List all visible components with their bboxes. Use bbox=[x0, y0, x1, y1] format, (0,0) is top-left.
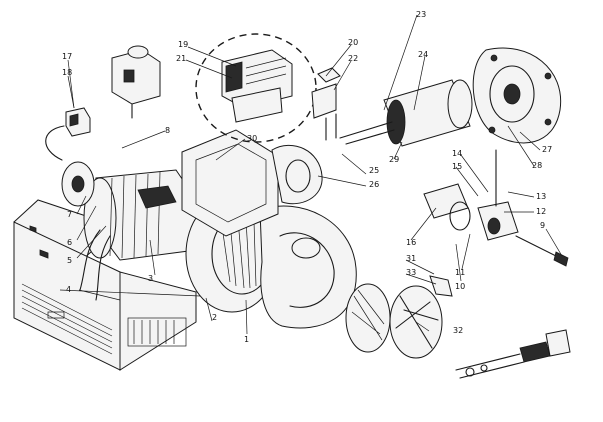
callout-6: 6 bbox=[67, 238, 73, 247]
callout-15: 15 bbox=[452, 162, 463, 171]
callout-24: 24 bbox=[418, 50, 429, 59]
callout-4: 4 bbox=[66, 285, 72, 294]
callout-3: 3 bbox=[148, 274, 154, 283]
burner-housing-top bbox=[181, 129, 323, 237]
callout-5: 5 bbox=[67, 256, 73, 265]
callout-28: 28 bbox=[532, 161, 543, 170]
nozzle-assembly bbox=[455, 329, 571, 379]
electrode-parts bbox=[311, 67, 341, 141]
callout-14: 14 bbox=[452, 149, 463, 158]
solenoid-valve bbox=[65, 107, 91, 137]
callout-11: 11 bbox=[455, 268, 466, 277]
callout-32: 32 bbox=[453, 326, 464, 335]
callout-23: 23 bbox=[416, 10, 427, 19]
oil-pump bbox=[111, 45, 161, 119]
callout-22: 22 bbox=[348, 54, 359, 63]
callout-30: 30 bbox=[247, 134, 258, 143]
callout-33: 33 bbox=[406, 268, 417, 277]
callout-13: 13 bbox=[536, 192, 547, 201]
ignition-transformer bbox=[195, 33, 317, 143]
callout-8: 8 bbox=[165, 126, 171, 135]
callout-16: 16 bbox=[406, 238, 417, 247]
callout-29: 29 bbox=[389, 155, 400, 164]
callout-21: 21 bbox=[176, 54, 187, 63]
callout-31: 31 bbox=[406, 254, 417, 263]
callout-17: 17 bbox=[62, 52, 73, 61]
mounting-flange bbox=[472, 47, 562, 144]
blast-tube bbox=[339, 79, 473, 147]
callout-9: 9 bbox=[540, 221, 546, 230]
callout-20: 20 bbox=[348, 38, 359, 47]
callout-18: 18 bbox=[62, 68, 73, 77]
callout-19: 19 bbox=[178, 40, 189, 49]
callout-7: 7 bbox=[67, 210, 73, 219]
callout-27: 27 bbox=[542, 145, 553, 154]
callout-2: 2 bbox=[212, 313, 218, 322]
burner-cover bbox=[13, 199, 197, 371]
callout-26: 26 bbox=[369, 180, 380, 189]
callout-25: 25 bbox=[369, 166, 380, 175]
callout-10: 10 bbox=[455, 282, 466, 291]
motor bbox=[61, 161, 207, 261]
callout-leaders bbox=[67, 14, 563, 335]
callout-12: 12 bbox=[536, 207, 547, 216]
pump-cover bbox=[423, 149, 569, 267]
callout-1: 1 bbox=[244, 335, 250, 344]
air-damper-disc bbox=[345, 275, 453, 359]
